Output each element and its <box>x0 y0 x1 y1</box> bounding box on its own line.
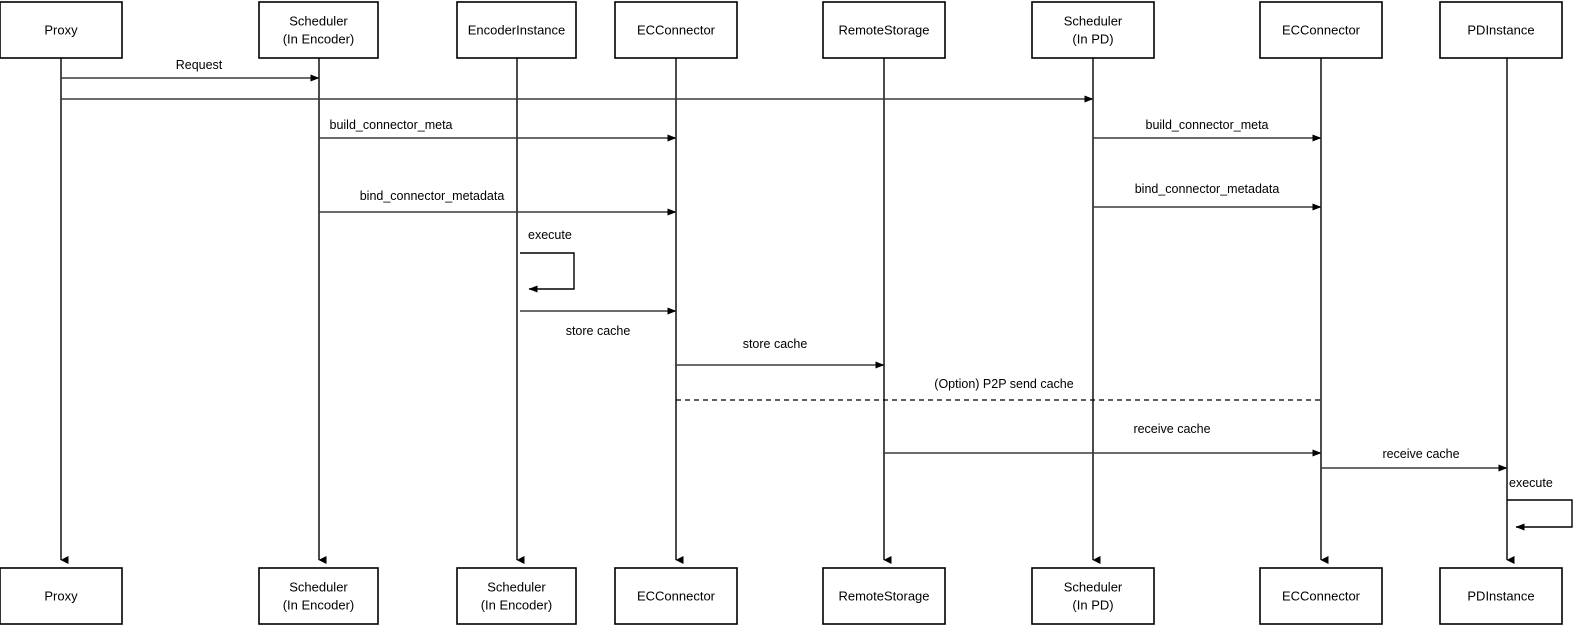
actor-footer-pd_instance_f-label: PDInstance <box>1467 588 1534 603</box>
self-message-path <box>520 252 575 293</box>
message-label: store cache <box>743 337 808 351</box>
message-label: Request <box>176 58 223 72</box>
actor-header-remote_storage-label: RemoteStorage <box>838 22 929 37</box>
self-message-s2: execute <box>1507 476 1573 531</box>
actor-footer-sched_pd_f-sublabel: (In PD) <box>1072 597 1113 612</box>
message-label: bind_connector_metadata <box>360 189 505 203</box>
actor-footer-sched_pd_f-label: Scheduler <box>1064 579 1123 594</box>
actor-header-pd_instance[interactable]: PDInstance <box>1439 1 1563 59</box>
message-label: build_connector_meta <box>1146 118 1269 132</box>
actor-header-sched_enc-label: Scheduler <box>289 13 348 28</box>
message-m11: receive cache <box>1321 447 1508 472</box>
actor-footer-sched_enc_f-sublabel: (In Encoder) <box>283 597 355 612</box>
actor-footer-sched_enc_f2[interactable]: Scheduler (In Encoder) <box>456 567 577 625</box>
actor-header-ecconn_right-rect <box>1259 1 1383 59</box>
message-m3: build_connector_meta <box>319 118 677 142</box>
actor-footer-ecconn_right_f-label: ECConnector <box>1282 588 1361 603</box>
actor-footer-sched_enc_f[interactable]: Scheduler (In Encoder) <box>258 567 379 625</box>
self-message-label: execute <box>528 228 572 242</box>
actor-footer-remote_storage_f-label: RemoteStorage <box>838 588 929 603</box>
self-message-label: execute <box>1509 476 1553 490</box>
header-actor-boxes: Proxy Scheduler (In Encoder) EncoderInstanc… <box>0 1 1563 59</box>
message-m7: store cache <box>520 307 677 338</box>
actor-footer-ecconn_right_f[interactable]: ECConnector <box>1259 567 1383 625</box>
actor-header-pd_instance-rect <box>1439 1 1563 59</box>
actor-header-pd_instance-label: PDInstance <box>1467 22 1534 37</box>
actor-header-encoder_inst-label: EncoderInstance <box>468 22 566 37</box>
actor-footer-ecconn_left_f-label: ECConnector <box>637 588 716 603</box>
actor-header-remote_storage-rect <box>822 1 946 59</box>
message-m4: build_connector_meta <box>1093 118 1322 142</box>
self-messages-layer: execute execute <box>520 228 1573 531</box>
actor-footer-ecconn_right_f-rect <box>1259 567 1383 625</box>
message-m5: bind_connector_metadata <box>319 189 677 216</box>
actor-header-sched_enc-sublabel: (In Encoder) <box>283 31 355 46</box>
actor-footer-sched_enc_f2-sublabel: (In Encoder) <box>481 597 553 612</box>
actor-header-proxy-rect <box>0 1 123 59</box>
actor-footer-ecconn_left_f-rect <box>614 567 738 625</box>
actor-header-sched_enc[interactable]: Scheduler (In Encoder) <box>258 1 379 59</box>
actor-footer-pd_instance_f[interactable]: PDInstance <box>1439 567 1563 625</box>
actor-footer-proxy_f-rect <box>0 567 123 625</box>
message-label: bind_connector_metadata <box>1135 182 1280 196</box>
actor-header-ecconn_left[interactable]: ECConnector <box>614 1 738 59</box>
self-message-path <box>1507 499 1573 531</box>
actor-footer-sched_enc_f2-rect <box>456 567 577 625</box>
actor-header-proxy-label: Proxy <box>44 22 78 37</box>
actor-header-encoder_inst[interactable]: EncoderInstance <box>456 1 577 59</box>
message-m6: bind_connector_metadata <box>1093 182 1322 211</box>
footer-actor-boxes: Proxy Scheduler (In Encoder) Scheduler (In E… <box>0 567 1563 625</box>
actor-footer-sched_enc_f2-label: Scheduler <box>487 579 546 594</box>
self-message-s1: execute <box>520 228 575 293</box>
actor-header-sched_enc-rect <box>258 1 379 59</box>
actor-header-ecconn_left-label: ECConnector <box>637 22 716 37</box>
message-label: receive cache <box>1133 422 1210 436</box>
actor-header-sched_pd-sublabel: (In PD) <box>1072 31 1113 46</box>
lifelines-layer <box>60 58 1515 564</box>
message-m10: receive cache <box>884 422 1322 457</box>
actor-footer-proxy_f-label: Proxy <box>44 588 78 603</box>
message-m8: store cache <box>676 337 885 369</box>
actor-header-ecconn_right-label: ECConnector <box>1282 22 1361 37</box>
actor-header-ecconn_right[interactable]: ECConnector <box>1259 1 1383 59</box>
actor-footer-ecconn_left_f[interactable]: ECConnector <box>614 567 738 625</box>
actor-footer-sched_enc_f-label: Scheduler <box>289 579 348 594</box>
messages-layer: Request build_connector_meta build_connect… <box>61 58 1508 472</box>
message-m1: Request <box>61 58 320 82</box>
actor-header-sched_pd-label: Scheduler <box>1064 13 1123 28</box>
actor-header-sched_pd[interactable]: Scheduler (In PD) <box>1031 1 1155 59</box>
actor-header-ecconn_left-rect <box>614 1 738 59</box>
actor-footer-sched_pd_f[interactable]: Scheduler (In PD) <box>1031 567 1155 625</box>
actor-header-remote_storage[interactable]: RemoteStorage <box>822 1 946 59</box>
message-label: build_connector_meta <box>330 118 453 132</box>
message-label: receive cache <box>1382 447 1459 461</box>
actor-footer-proxy_f[interactable]: Proxy <box>0 567 123 625</box>
actor-footer-remote_storage_f-rect <box>822 567 946 625</box>
actor-header-sched_pd-rect <box>1031 1 1155 59</box>
message-m9: (Option) P2P send cache <box>676 377 1321 401</box>
message-label: (Option) P2P send cache <box>934 377 1073 391</box>
message-label: store cache <box>566 324 631 338</box>
actor-footer-sched_pd_f-rect <box>1031 567 1155 625</box>
actor-footer-sched_enc_f-rect <box>258 567 379 625</box>
actor-footer-pd_instance_f-rect <box>1439 567 1563 625</box>
actor-header-proxy[interactable]: Proxy <box>0 1 123 59</box>
actor-footer-remote_storage_f[interactable]: RemoteStorage <box>822 567 946 625</box>
actor-header-encoder_inst-rect <box>456 1 577 59</box>
